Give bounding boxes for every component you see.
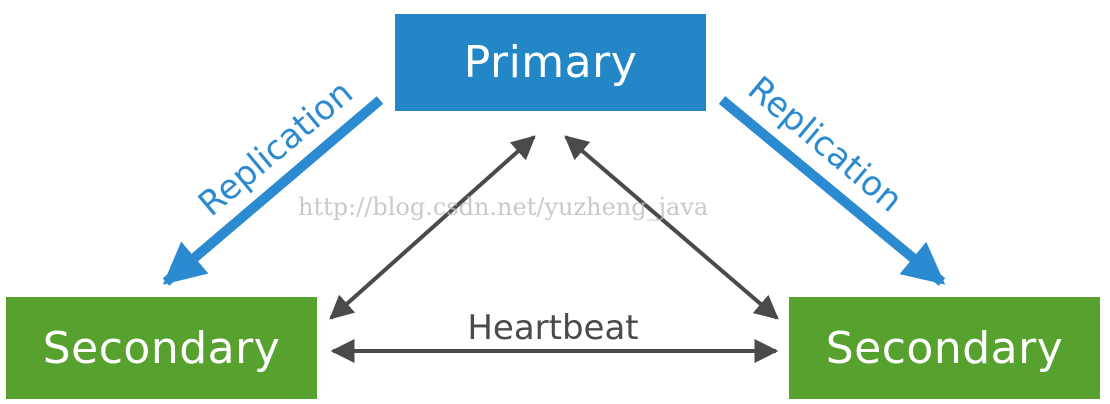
secondary-node-left: Secondary bbox=[6, 297, 317, 399]
primary-node-label: Primary bbox=[463, 37, 638, 88]
heartbeat-arrow-primary-right bbox=[564, 135, 779, 320]
heartbeat-label: Heartbeat bbox=[467, 308, 638, 348]
replication-arrow-right bbox=[718, 96, 946, 286]
primary-node: Primary bbox=[395, 14, 706, 111]
watermark-text: http://blog.csdn.net/yuzheng_java bbox=[298, 193, 708, 221]
replication-arrow-left bbox=[162, 96, 384, 286]
secondary-node-right: Secondary bbox=[789, 297, 1100, 399]
heartbeat-arrow-left-primary bbox=[329, 135, 536, 320]
secondary-node-left-label: Secondary bbox=[42, 322, 281, 374]
replication-label-right: Replication bbox=[740, 69, 910, 221]
secondary-node-right-label: Secondary bbox=[825, 322, 1064, 374]
